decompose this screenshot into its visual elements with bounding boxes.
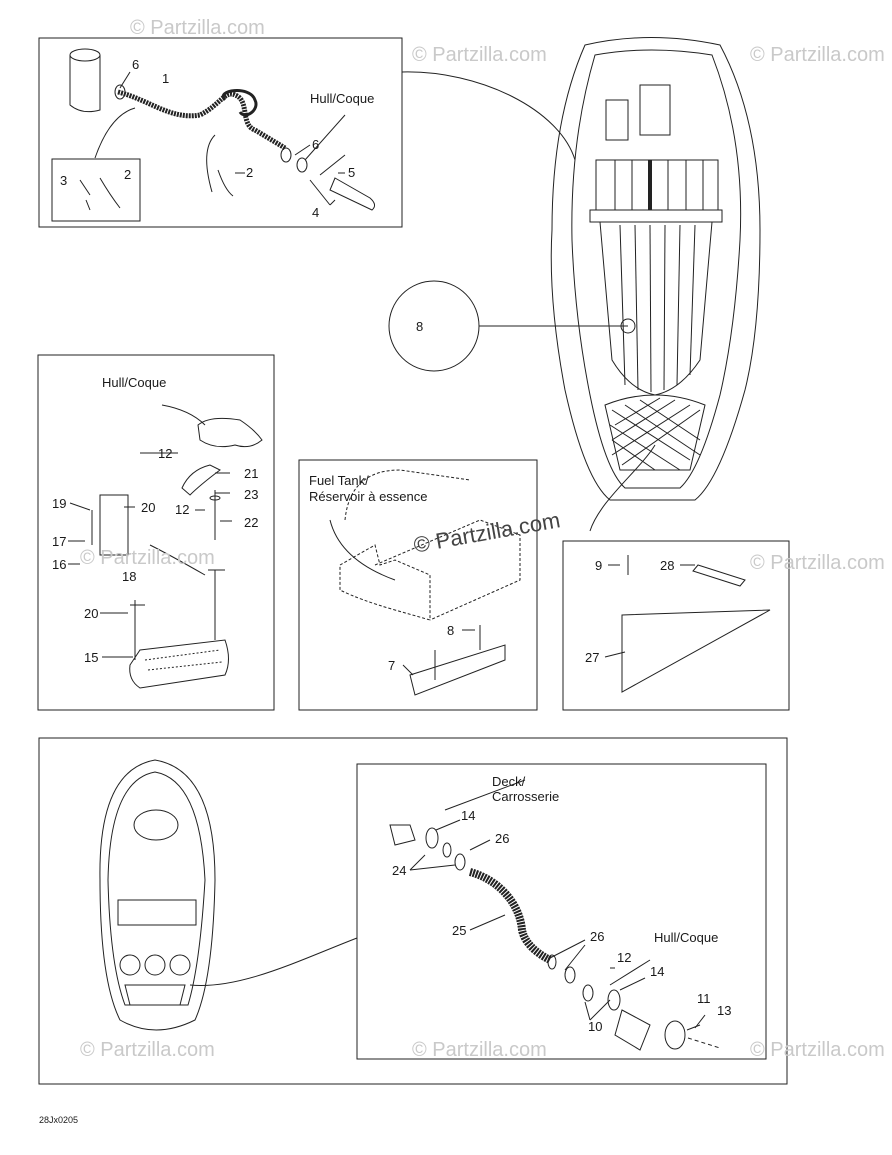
support-assembly <box>68 404 263 689</box>
callout-number: 1 <box>162 71 170 86</box>
callout-number: 24 <box>392 863 407 878</box>
callout-number: 2 <box>124 167 132 182</box>
callout-number: 26 <box>495 831 510 846</box>
watermark: © Partzilla.com <box>750 44 885 66</box>
callout-number: 5 <box>348 165 356 180</box>
callout-number: 18 <box>122 569 137 584</box>
callout-number: 8 <box>416 319 424 334</box>
mat-and-strip <box>604 555 771 693</box>
panel-5-frame <box>38 737 788 1085</box>
callout-number: 25 <box>452 923 467 938</box>
callout-number: 7 <box>388 658 396 673</box>
hull-label: Hull/Coque <box>654 930 719 945</box>
callout-number: 15 <box>84 650 99 665</box>
hull-label: Hull/Coque <box>310 91 375 106</box>
callout-number: 6 <box>312 137 320 152</box>
callout-number: 2 <box>246 165 254 180</box>
vent-hose-assembly <box>69 48 376 211</box>
diagram-code: 28Jx0205 <box>39 1115 79 1125</box>
callout-number: 19 <box>52 496 67 511</box>
callout-number: 21 <box>244 466 259 481</box>
callout-number: 20 <box>141 500 156 515</box>
hull-top-view <box>550 37 761 501</box>
callout-number: 16 <box>52 557 67 572</box>
watermark: © Partzilla.com <box>80 1039 215 1061</box>
panel-1-inset-frame <box>51 158 141 222</box>
watercraft-bottom-view <box>99 759 216 1031</box>
leader-line <box>401 71 576 161</box>
callout-number: 20 <box>84 606 99 621</box>
panel-2-frame <box>37 354 275 711</box>
watermark: © Partzilla.com <box>750 552 885 574</box>
fuel-tank-label: Réservoir à essence <box>309 489 428 504</box>
callout-number: 14 <box>650 964 665 979</box>
callout-number: 14 <box>461 808 476 823</box>
callout-number: 3 <box>60 173 68 188</box>
panel-1-frame <box>38 37 403 228</box>
callout-number: 26 <box>590 929 605 944</box>
callout-number: 12 <box>617 950 632 965</box>
deck-label: Carrosserie <box>492 789 560 804</box>
hull-label: Hull/Coque <box>102 375 167 390</box>
watermark: © Partzilla.com <box>130 17 265 39</box>
watermark: © Partzilla.com <box>80 547 215 569</box>
leader-line <box>589 444 656 532</box>
watermark: © Partzilla.com <box>412 1039 547 1061</box>
panel-5-inset-frame <box>356 763 767 1060</box>
leader-line <box>189 937 358 987</box>
callout-number: 6 <box>132 57 140 72</box>
callout-number: 12 <box>175 502 190 517</box>
callout-number: 22 <box>244 515 259 530</box>
callout-number: 12 <box>158 446 173 461</box>
callout-number: 10 <box>588 1019 603 1034</box>
callout-number: 4 <box>312 205 320 220</box>
panel-3-frame <box>298 459 538 711</box>
fuel-tank-label: Fuel Tank/ <box>309 473 369 488</box>
callout-number: 27 <box>585 650 600 665</box>
watermark: © Partzilla.com <box>412 44 547 66</box>
panel-4-frame <box>562 540 790 711</box>
callout-number: 28 <box>660 558 675 573</box>
callout-number: 11 <box>697 991 711 1006</box>
callout-number: 23 <box>244 487 259 502</box>
callout-number: 8 <box>447 623 455 638</box>
drain-hose-assembly <box>389 779 721 1051</box>
callout-number: 9 <box>595 558 603 573</box>
fuel-tank-assembly <box>329 469 521 696</box>
deck-label: Deck/ <box>492 774 526 789</box>
callout-number: 13 <box>717 1003 732 1018</box>
watermark: © Partzilla.com <box>750 1039 885 1061</box>
detail-circle <box>388 280 480 372</box>
callout-number: 17 <box>52 534 67 549</box>
